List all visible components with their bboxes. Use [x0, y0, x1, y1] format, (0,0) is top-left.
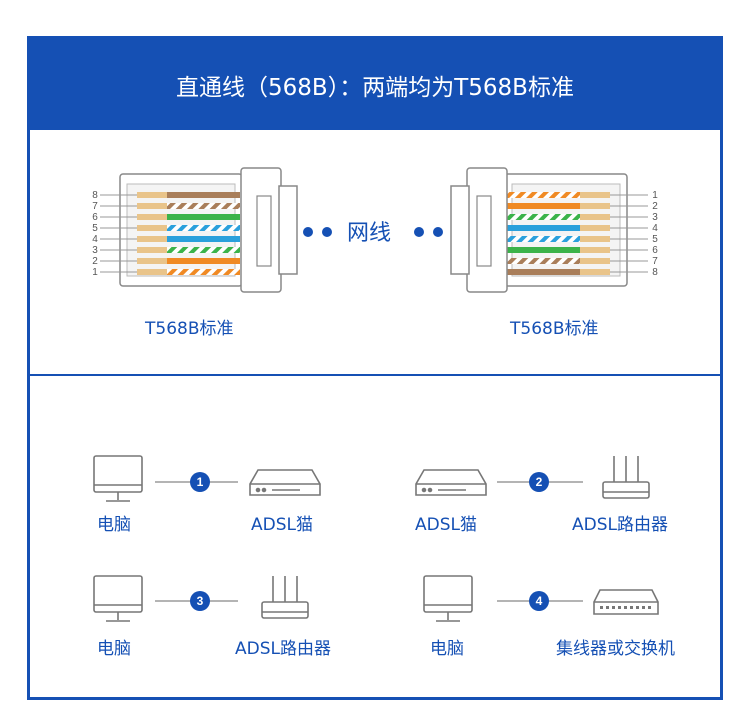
badge-number: 1: [197, 475, 204, 489]
page-title: 直通线（568B）：两端均为T568B标准: [30, 39, 720, 130]
cable-dots: [303, 227, 443, 237]
device-label: ADSL路由器: [235, 639, 331, 659]
device-label: 集线器或交换机: [556, 639, 675, 659]
pin-number: 7: [92, 201, 98, 212]
pin-number: 6: [92, 212, 98, 223]
device-label: 电脑: [97, 639, 131, 659]
modem-icon: [249, 469, 321, 496]
section-divider: [30, 374, 720, 376]
pin-number: 7: [652, 256, 658, 267]
connection-badge-2: [529, 472, 549, 492]
device-label: 电脑: [430, 639, 464, 659]
right-standard-label: T568B标准: [510, 319, 599, 339]
badge-number: 3: [197, 594, 204, 608]
connection-badge-3: [190, 591, 210, 611]
cable-label: 网线: [347, 221, 392, 246]
pin-number: 8: [92, 190, 98, 201]
connection-badge-4: [529, 591, 549, 611]
switch-icon: [593, 589, 659, 615]
monitor-icon: [93, 575, 143, 622]
monitor-icon: [423, 575, 473, 622]
pin-number: 3: [652, 212, 658, 223]
modem-icon: [415, 469, 487, 496]
pin-number: 2: [652, 201, 658, 212]
diagram-frame: 直通线（568B）：两端均为T568B标准: [27, 36, 723, 700]
connection-badge-1: [190, 472, 210, 492]
monitor-icon: [93, 455, 143, 502]
right-rj45-connector: [450, 167, 648, 293]
pin-number: 4: [652, 223, 658, 234]
pin-number: 3: [92, 245, 98, 256]
pin-number: 1: [652, 190, 658, 201]
badge-number: 4: [536, 594, 543, 608]
pin-number: 5: [652, 234, 658, 245]
pin-number: 8: [652, 267, 658, 278]
left-standard-label: T568B标准: [145, 319, 234, 339]
router-icon: [602, 456, 650, 499]
pin-number: 1: [92, 267, 98, 278]
device-label: ADSL猫: [251, 515, 313, 535]
pin-number: 5: [92, 223, 98, 234]
pin-number: 4: [92, 234, 98, 245]
device-label: ADSL猫: [415, 515, 477, 535]
device-label: ADSL路由器: [572, 515, 668, 535]
badge-number: 2: [536, 475, 543, 489]
device-label: 电脑: [97, 515, 131, 535]
left-rj45-connector: [100, 167, 298, 293]
router-icon: [261, 576, 309, 619]
pin-number: 2: [92, 256, 98, 267]
pin-number: 6: [652, 245, 658, 256]
